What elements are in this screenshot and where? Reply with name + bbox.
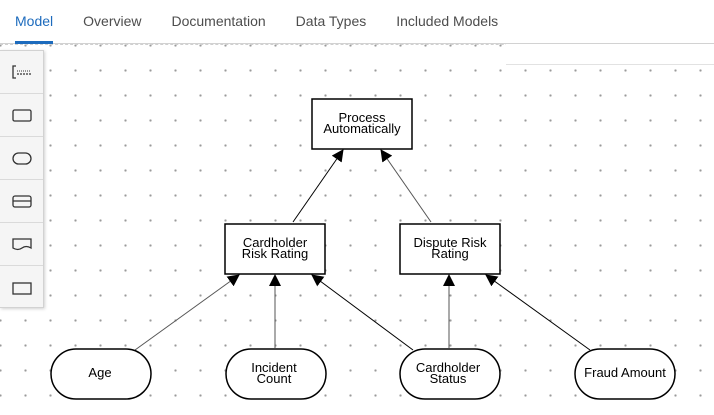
input-label: Age (88, 365, 111, 380)
input-data-icon (11, 152, 32, 165)
input-label-line1: Incident (251, 360, 297, 375)
decision-label-line2: Rating (431, 246, 469, 261)
input-data-fraud-amount[interactable]: Fraud Amount (574, 348, 676, 400)
decision-label-line1: Dispute Risk (414, 235, 487, 250)
input-label-line2: Status (430, 371, 467, 386)
tab-data-types[interactable]: Data Types (295, 13, 367, 29)
input-label-line1: Cardholder (416, 360, 481, 375)
input-label: Fraud Amount (584, 365, 666, 380)
edge-cardholder-status-to-cardholder-risk[interactable] (311, 274, 414, 351)
business-knowledge-model-tool[interactable] (0, 180, 43, 223)
canvas-divider (0, 44, 714, 45)
tab-model[interactable]: Model (0, 0, 68, 44)
decision-label-line2: Automatically (323, 121, 401, 136)
editor-tab-bar: Model Overview Documentation Data Types … (0, 0, 714, 44)
input-label-line2: Count (257, 371, 292, 386)
knowledge-source-icon (11, 238, 32, 251)
input-data-incident-count[interactable]: Incident Count (225, 348, 327, 400)
decision-label-line2: Risk Rating (242, 246, 308, 261)
input-data-age[interactable]: Age (50, 348, 152, 400)
edge-age-to-cardholder-risk[interactable] (134, 274, 240, 351)
tab-included-models[interactable]: Included Models (396, 13, 499, 29)
bkm-icon (11, 195, 32, 208)
decision-label-line1: Cardholder (243, 235, 308, 250)
decision-service-tool[interactable] (0, 266, 43, 309)
text-annotation-tool[interactable] (0, 51, 43, 94)
decision-tool[interactable] (0, 94, 43, 137)
properties-panel-edge (506, 44, 714, 65)
tab-documentation[interactable]: Documentation (171, 13, 266, 29)
decision-cardholder-risk-rating[interactable]: Cardholder Risk Rating (224, 223, 326, 275)
knowledge-source-tool[interactable] (0, 223, 43, 266)
edge-dispute-risk-to-process[interactable] (380, 149, 432, 223)
input-data-tool[interactable] (0, 137, 43, 180)
tab-overview[interactable]: Overview (83, 13, 142, 29)
text-annotation-icon (11, 65, 31, 79)
decision-service-icon (11, 281, 32, 295)
input-data-cardholder-status[interactable]: Cardholder Status (399, 348, 501, 400)
decision-label-line1: Process (339, 110, 386, 125)
edge-fraud-amount-to-dispute-risk[interactable] (485, 274, 591, 351)
decision-process-automatically[interactable]: Process Automatically (311, 98, 413, 150)
edge-cardholder-risk-to-process[interactable] (292, 149, 344, 223)
information-requirements (134, 149, 591, 351)
shape-palette (0, 50, 44, 308)
decision-icon (11, 109, 32, 122)
decision-dispute-risk-rating[interactable]: Dispute Risk Rating (399, 223, 501, 275)
